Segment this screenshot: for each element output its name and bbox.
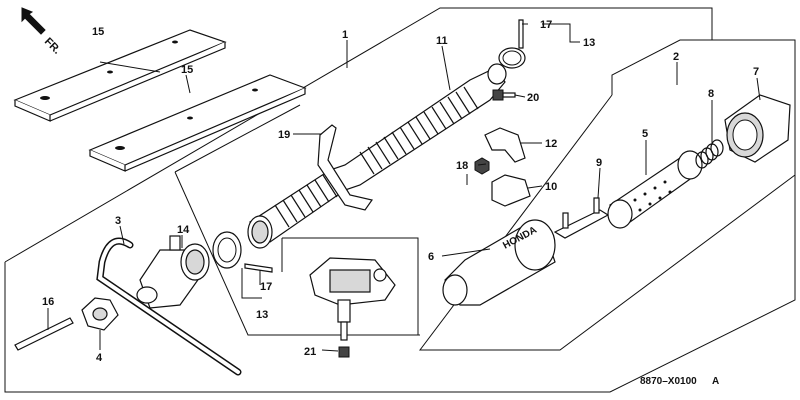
carburetor bbox=[309, 257, 396, 341]
callout-13-upper: 13 bbox=[583, 37, 595, 49]
hex-bolt bbox=[492, 89, 516, 101]
mount-plate bbox=[553, 197, 610, 239]
callout-20: 20 bbox=[527, 92, 539, 104]
clamp-screw-upper bbox=[518, 19, 524, 49]
clamp-screw-lower bbox=[244, 263, 273, 273]
callout-15-upper: 15 bbox=[92, 26, 104, 38]
assembly-boundary-2 bbox=[418, 39, 796, 351]
callout-16: 16 bbox=[42, 296, 54, 308]
callout-8: 8 bbox=[708, 88, 714, 100]
hose-strap bbox=[317, 124, 374, 211]
callout-3: 3 bbox=[115, 215, 121, 227]
front-direction-arrow: FR. bbox=[21, 7, 63, 57]
callout-2: 2 bbox=[673, 51, 679, 63]
plate-upper bbox=[13, 29, 227, 122]
diagram-revision: A bbox=[712, 376, 719, 387]
callout-17-upper: 17 bbox=[540, 19, 552, 31]
callout-19: 19 bbox=[278, 129, 290, 141]
hose-clamp-upper bbox=[498, 47, 526, 69]
callout-11: 11 bbox=[436, 35, 448, 47]
front-direction-label: FR. bbox=[42, 36, 63, 57]
intake-elbow bbox=[136, 235, 210, 309]
intake-hose bbox=[247, 63, 507, 249]
callout-12: 12 bbox=[545, 138, 557, 150]
gasket bbox=[81, 297, 119, 331]
diagram-code: 8870–X0100 bbox=[640, 376, 697, 387]
callout-21: 21 bbox=[304, 346, 316, 358]
bracket-upper bbox=[484, 127, 526, 163]
callout-17-lower: 17 bbox=[260, 281, 272, 293]
callout-7: 7 bbox=[753, 66, 759, 78]
callout-labels: 1 2 3 4 5 6 7 8 9 10 11 12 13 13 14 15 1… bbox=[42, 19, 759, 364]
air-cleaner-case: HONDA bbox=[442, 219, 556, 306]
hex-nut bbox=[474, 157, 490, 175]
callout-4: 4 bbox=[96, 352, 103, 364]
callout-6: 6 bbox=[428, 251, 434, 263]
callout-18: 18 bbox=[456, 160, 468, 172]
callout-10: 10 bbox=[545, 181, 557, 193]
callout-13-lower: 13 bbox=[256, 309, 268, 321]
callout-15-lower: 15 bbox=[181, 64, 193, 76]
stud-bolt bbox=[14, 317, 74, 351]
drain-plug bbox=[338, 346, 350, 358]
assembly-boundary-11 bbox=[174, 104, 420, 336]
callout-1: 1 bbox=[342, 29, 348, 41]
hose-clamp-lower bbox=[212, 231, 242, 269]
air-cleaner-cover bbox=[724, 94, 791, 163]
filter-element bbox=[607, 150, 703, 229]
leader-lines bbox=[47, 23, 761, 352]
callout-14: 14 bbox=[177, 224, 190, 236]
callout-9: 9 bbox=[596, 157, 602, 169]
callout-5: 5 bbox=[642, 128, 648, 140]
assembly-boundary-carb bbox=[281, 237, 419, 335]
plate-lower bbox=[88, 74, 307, 172]
bracket-lower bbox=[491, 174, 531, 207]
